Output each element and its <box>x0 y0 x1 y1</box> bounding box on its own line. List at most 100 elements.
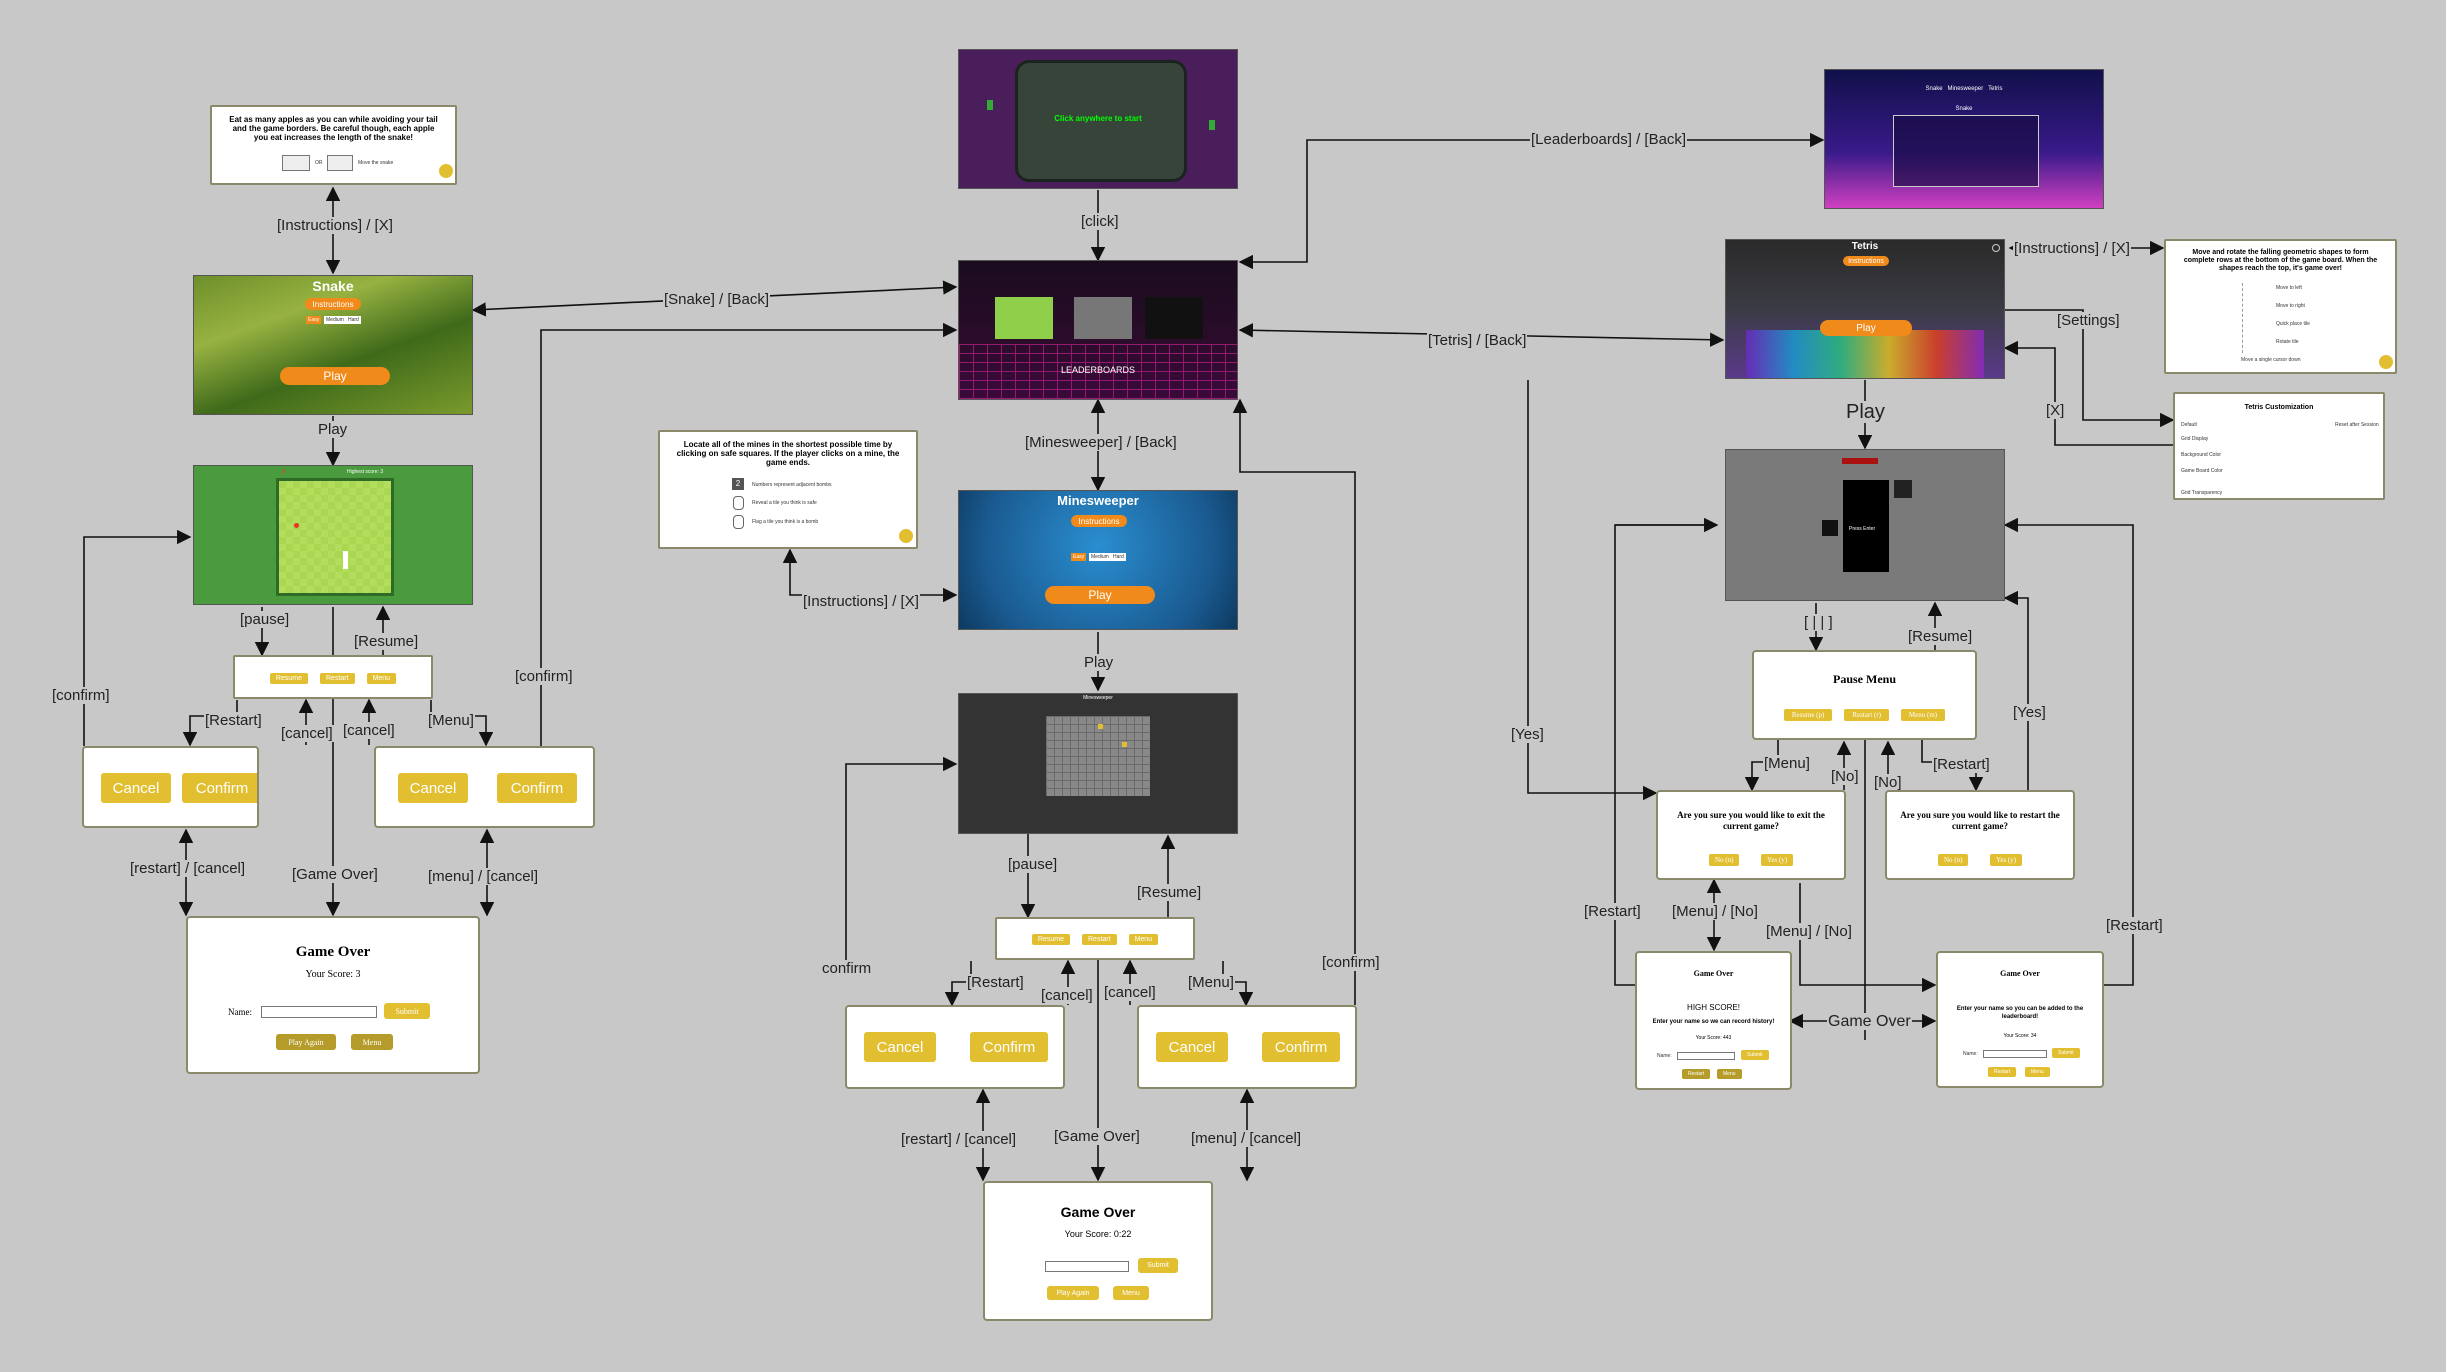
menu-button[interactable]: Menu <box>351 1034 393 1050</box>
minesweeper-play-button[interactable]: Play <box>1045 586 1155 604</box>
yes-button[interactable]: Yes (y) <box>1761 854 1794 866</box>
confirm-button[interactable]: Confirm <box>497 773 577 803</box>
start-screen-screenshot[interactable]: Click anywhere to start <box>958 49 1238 189</box>
confirm-button[interactable]: Confirm <box>182 773 257 803</box>
restart-button[interactable]: Restart (r) <box>1844 709 1889 721</box>
cancel-button[interactable]: Cancel <box>398 773 468 803</box>
play-again-button[interactable]: Play Again <box>276 1034 336 1050</box>
difficulty-hard[interactable]: Hard <box>346 316 361 324</box>
your-score: Your Score: 3 <box>305 969 361 980</box>
edge-label-tetris-resume: [Resume] <box>1907 628 1974 645</box>
tetris-instructions-screenshot[interactable]: Move and rotate the falling geometric sh… <box>2164 239 2397 374</box>
snake-game-screenshot[interactable]: 3 Highest score: 3 <box>193 465 473 605</box>
edge-label-tetris-restart: [Restart] <box>1932 756 1991 773</box>
no-button[interactable]: No (n) <box>1709 854 1740 866</box>
edge-label-tetris-yes-left: [Yes] <box>1510 726 1545 743</box>
play-again-button[interactable]: Play Again <box>1047 1286 1099 1300</box>
game-hub-screenshot[interactable]: LEADERBOARDS <box>958 260 1238 400</box>
edge-label-tetris-instructions: [Instructions] / [X] <box>2013 240 2131 257</box>
name-input[interactable] <box>1983 1050 2047 1058</box>
close-icon[interactable] <box>2379 355 2393 369</box>
leaderboards-text[interactable]: LEADERBOARDS <box>1060 365 1136 375</box>
name-input[interactable] <box>1677 1052 1735 1060</box>
background-color-picker[interactable]: Background Color <box>2181 452 2222 458</box>
difficulty-easy[interactable]: Easy <box>1071 553 1087 561</box>
difficulty-medium[interactable]: Medium <box>1089 553 1111 561</box>
tetris-board: Press Enter <box>1843 480 1889 572</box>
confirm-button[interactable]: Confirm <box>1262 1032 1340 1062</box>
edge-label-tetris-menu: [Menu] <box>1763 755 1811 772</box>
reset-after-session[interactable]: Reset after Session <box>2335 422 2379 428</box>
minesweeper-instructions-screenshot[interactable]: Locate all of the mines in the shortest … <box>658 430 918 549</box>
edge-label-snake-game-over: [Game Over] <box>291 866 379 883</box>
or-label: OR <box>315 160 323 166</box>
restart-button[interactable]: Restart <box>1082 934 1117 945</box>
cancel-button[interactable]: Cancel <box>864 1032 936 1062</box>
tetris-game-card[interactable] <box>1145 297 1203 339</box>
difficulty-hard[interactable]: Hard <box>1111 553 1126 561</box>
edge-label-mine-resume: [Resume] <box>1136 884 1203 901</box>
restart-button[interactable]: Restart <box>320 673 355 684</box>
snake-game-card[interactable] <box>995 297 1053 339</box>
tetris-instructions-button[interactable]: Instructions <box>1843 256 1889 266</box>
close-icon[interactable] <box>439 164 453 178</box>
cancel-button[interactable]: Cancel <box>101 773 171 803</box>
submit-button[interactable]: Submit <box>1741 1050 1769 1060</box>
close-icon[interactable] <box>899 529 913 543</box>
tetris-title: Tetris <box>1851 241 1879 252</box>
menu-button[interactable]: Menu (m) <box>1900 709 1946 721</box>
resume-button[interactable]: Resume (p) <box>1783 709 1833 721</box>
name-input[interactable] <box>261 1006 377 1018</box>
wasd-keys-icon <box>327 155 353 171</box>
instr-line: Move to right <box>2276 303 2305 309</box>
submit-button[interactable]: Submit <box>1138 1258 1178 1273</box>
menu-button[interactable]: Menu <box>1717 1069 1742 1079</box>
grid-transparency-slider[interactable]: Grid Transparency <box>2181 490 2223 496</box>
edge-label-mine-pause: [pause] <box>1007 856 1059 873</box>
restart-button[interactable]: Restart <box>1682 1069 1711 1079</box>
snake-menu-screenshot[interactable]: Snake Instructions Easy Medium Hard Play <box>193 275 473 415</box>
board-color-picker[interactable]: Game Board Color <box>2181 468 2223 474</box>
menu-button[interactable]: Menu <box>1128 934 1159 945</box>
tab-tetris[interactable]: Tetris <box>1988 86 2003 92</box>
snake-instructions-screenshot[interactable]: Eat as many apples as you can while avoi… <box>210 105 457 185</box>
cancel-button[interactable]: Cancel <box>1156 1032 1228 1062</box>
tetris-play-button[interactable]: Play <box>1820 320 1912 336</box>
minesweeper-menu-screenshot[interactable]: Minesweeper Instructions Easy Medium Har… <box>958 490 1238 630</box>
edge-label-mine-restart: [Restart] <box>966 974 1025 991</box>
minesweeper-instructions-button[interactable]: Instructions <box>1071 515 1127 527</box>
difficulty-medium[interactable]: Medium <box>324 316 346 324</box>
edge-label-mine-cancel-2: [cancel] <box>1103 984 1157 1001</box>
mine-board[interactable] <box>1046 716 1150 796</box>
resume-button[interactable]: Resume <box>1031 934 1070 945</box>
resume-button[interactable]: Resume <box>269 673 308 684</box>
edge-label-snake-resume: [Resume] <box>353 633 420 650</box>
settings-icon[interactable] <box>1992 244 2000 252</box>
edge-label-tetris-restart-left: [Restart] <box>1583 903 1642 920</box>
submit-button[interactable]: Submit <box>2052 1048 2080 1058</box>
confirm-button[interactable]: Confirm <box>970 1032 1048 1062</box>
grid-display-toggle[interactable]: Grid Display <box>2181 436 2209 442</box>
name-input[interactable] <box>1045 1261 1129 1272</box>
edge-label-mine-restart-cancel: [restart] / [cancel] <box>900 1131 1018 1148</box>
leaderboard-screenshot[interactable]: Snake Minesweeper Tetris Snake <box>1824 69 2104 209</box>
snake-instructions-button[interactable]: Instructions <box>305 298 361 310</box>
snake-play-button[interactable]: Play <box>280 367 390 385</box>
tetris-menu-screenshot[interactable]: Tetris Instructions Play <box>1725 239 2005 379</box>
tetris-game-screenshot[interactable]: Press Enter <box>1725 449 2005 601</box>
tetris-customization-screenshot[interactable]: Tetris Customization Default Grid Displa… <box>2173 392 2385 500</box>
tab-minesweeper[interactable]: Minesweeper <box>1947 86 1984 92</box>
leaderboard-tabs: Snake Minesweeper Tetris <box>1825 86 2103 92</box>
submit-button[interactable]: Submit <box>384 1003 430 1019</box>
menu-button[interactable]: Menu <box>1113 1286 1149 1300</box>
no-button[interactable]: No (n) <box>1938 854 1969 866</box>
restart-button[interactable]: Restart <box>1988 1067 2017 1077</box>
tab-snake[interactable]: Snake <box>1925 86 1943 92</box>
yes-button[interactable]: Yes (y) <box>1990 854 2023 866</box>
difficulty-easy[interactable]: Easy <box>306 316 322 324</box>
edge-label-snake-menu: [Menu] <box>427 712 475 729</box>
menu-button[interactable]: Menu <box>366 673 397 684</box>
menu-button[interactable]: Menu <box>2025 1067 2050 1077</box>
minesweeper-game-screenshot[interactable]: Minesweeper <box>958 693 1238 834</box>
minesweeper-game-card[interactable] <box>1074 297 1132 339</box>
